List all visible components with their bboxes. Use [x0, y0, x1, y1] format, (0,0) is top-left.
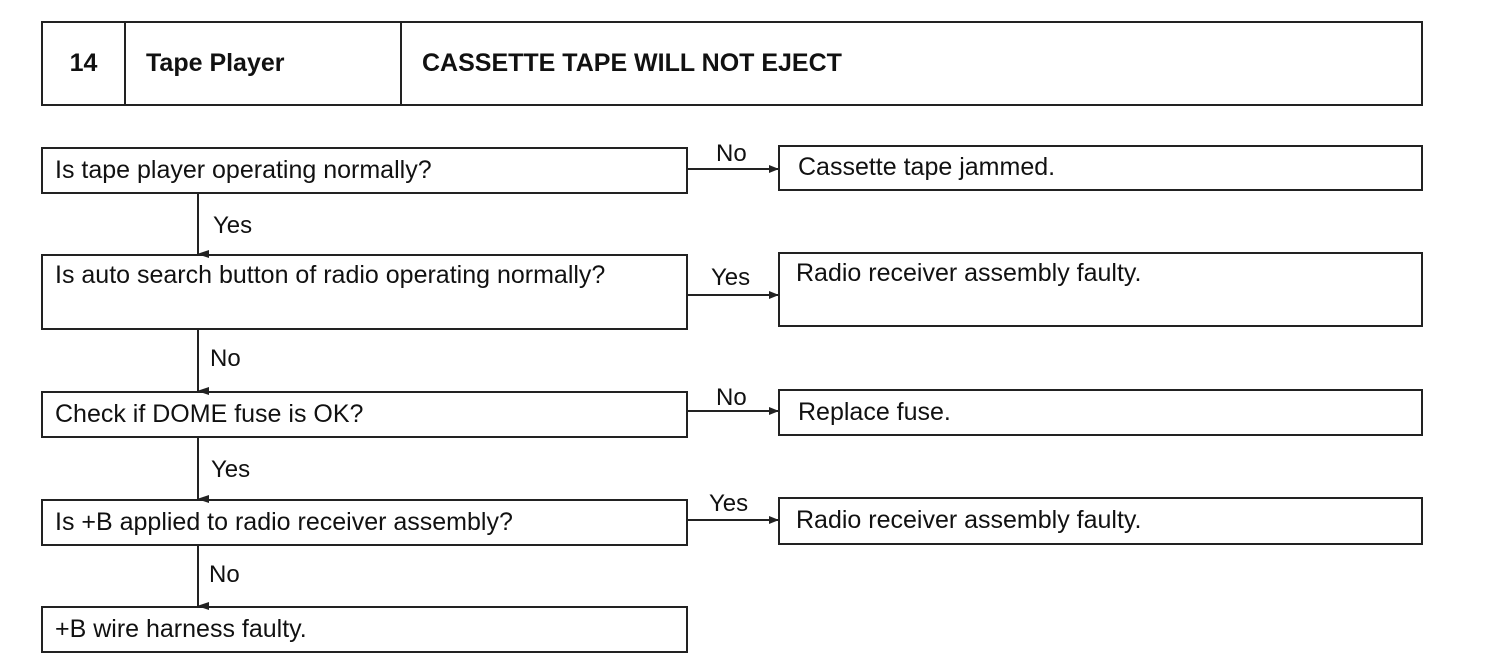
question-box-2: Is auto search button of radio operating…	[41, 254, 688, 330]
result-box-3: Replace fuse.	[778, 389, 1423, 436]
question-box-4: Is +B applied to radio receiver assembly…	[41, 499, 688, 546]
question-text-1: Is tape player operating normally?	[55, 155, 432, 184]
question-box-3: Check if DOME fuse is OK?	[41, 391, 688, 438]
result-box-4: Radio receiver assembly faulty.	[778, 497, 1423, 545]
side-label-1: No	[716, 140, 747, 167]
header-system: Tape Player	[126, 23, 402, 104]
down-label-4: No	[209, 561, 240, 588]
final-result-box: +B wire harness faulty.	[41, 606, 688, 653]
result-text-1: Cassette tape jammed.	[798, 153, 1056, 182]
final-result-text: +B wire harness faulty.	[55, 614, 307, 643]
result-box-2: Radio receiver assembly faulty.	[778, 252, 1423, 327]
result-text-4: Radio receiver assembly faulty.	[796, 506, 1142, 535]
down-label-1: Yes	[213, 212, 253, 239]
side-label-4: Yes	[709, 490, 749, 517]
side-label-3: No	[716, 384, 747, 411]
question-box-1: Is tape player operating normally?	[41, 147, 688, 194]
down-label-2: No	[210, 345, 241, 372]
result-box-1: Cassette tape jammed.	[778, 145, 1423, 191]
header-title: CASSETTE TAPE WILL NOT EJECT	[422, 49, 842, 77]
result-text-2: Radio receiver assembly faulty.	[796, 259, 1142, 287]
result-text-3: Replace fuse.	[798, 397, 951, 426]
question-text-2: Is auto search button of radio operating…	[55, 261, 606, 289]
question-text-4: Is +B applied to radio receiver assembly…	[55, 507, 513, 536]
down-label-3: Yes	[211, 456, 251, 483]
side-label-2: Yes	[711, 264, 751, 291]
question-text-3: Check if DOME fuse is OK?	[55, 399, 364, 428]
header-number: 14	[43, 23, 126, 104]
header-bar: 14 Tape Player CASSETTE TAPE WILL NOT EJ…	[41, 21, 1423, 106]
